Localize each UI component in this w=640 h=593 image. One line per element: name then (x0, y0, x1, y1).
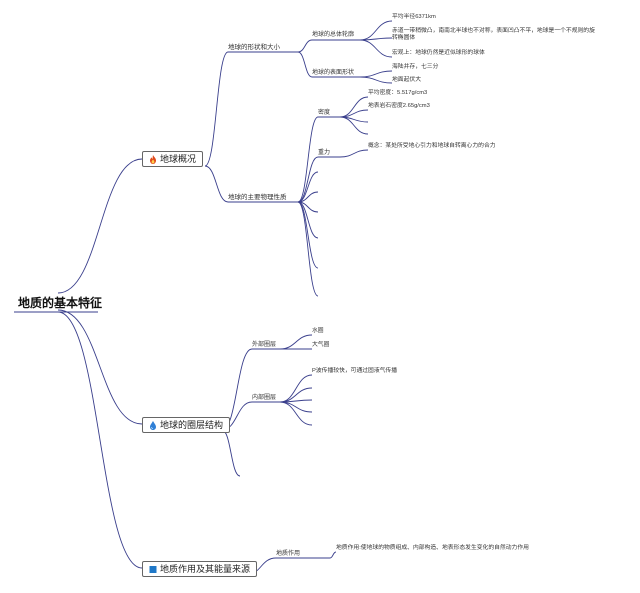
connector-line (279, 334, 313, 350)
connector-line (359, 20, 393, 41)
topic-physical-properties[interactable]: 地球的主要物理性质 (228, 194, 287, 201)
blue-square-icon (149, 565, 157, 574)
connector-line (359, 39, 393, 58)
branch-geological-processes[interactable]: 地质作用及其能量来源 (142, 561, 258, 578)
leaf-geological-action-definition[interactable]: 地质作用:使地球的物质组成、内部构造、地表形态发生变化的自然动力作用 (336, 545, 529, 551)
branch-earth-layers[interactable]: 地球的圈层结构 (142, 417, 231, 434)
connector-line (359, 70, 393, 78)
topic-shape-size[interactable]: 地球的形状和大小 (228, 44, 280, 51)
topic-inner-layers[interactable]: 内部圈层 (252, 395, 277, 401)
topic-outer-layers[interactable]: 外部圈层 (252, 342, 277, 348)
leaf-p-wave[interactable]: P波传播较快，可通过固液气传播 (312, 368, 398, 374)
connector-line (204, 165, 229, 203)
connector-line (57, 311, 143, 569)
branch-label: 地球概况 (160, 154, 197, 164)
connector-line (339, 149, 369, 158)
connector-line (297, 39, 313, 53)
connector-line (339, 116, 369, 135)
leaf-atmosphere[interactable]: 大气圈 (312, 342, 330, 348)
connector-line (221, 429, 241, 477)
leaf-relief[interactable]: 地面起伏大 (392, 77, 421, 83)
leaf-mean-density[interactable]: 平均密度：5.517g/cm3 (368, 90, 428, 96)
topic-surface-shape[interactable]: 地球的表面形状 (312, 70, 355, 76)
connector-line (359, 76, 393, 84)
topic-density[interactable]: 密度 (318, 110, 331, 116)
connector-line (297, 201, 319, 297)
branch-label: 地质作用及其能量来源 (160, 564, 251, 574)
topic-overall-outline[interactable]: 地球的总体轮廓 (312, 32, 355, 38)
connector-line (297, 191, 319, 203)
connector-line (297, 51, 313, 78)
fire-icon (149, 154, 157, 164)
connector-line (279, 374, 313, 403)
water-drop-icon (149, 420, 157, 430)
leaf-near-sphere[interactable]: 宏观上：地球仍然是近似球形的球体 (392, 50, 485, 56)
root-topic[interactable]: 地质的基本特征 (18, 296, 103, 310)
branch-label: 地球的圈层结构 (160, 420, 224, 430)
connector-line (279, 401, 313, 426)
leaf-hydrosphere[interactable]: 水圈 (312, 328, 324, 334)
topic-geological-action[interactable]: 地质作用 (276, 551, 301, 557)
connector-line (329, 551, 337, 559)
leaf-crust-density[interactable]: 地表岩石密度2.65g/cm3 (368, 103, 430, 109)
leaf-gravity-concept[interactable]: 概念：某处所受地心引力和地球自转离心力的合力 (368, 143, 496, 149)
connector-line (57, 309, 143, 425)
connector-line (204, 51, 229, 167)
leaf-mean-radius[interactable]: 平均半径6371km (392, 14, 436, 20)
connector-line (279, 401, 313, 413)
connector-line (57, 158, 143, 294)
branch-earth-overview[interactable]: 地球概况 (142, 151, 204, 168)
connector-line (297, 171, 319, 203)
leaf-ellipsoid[interactable]: 赤道一带稍微凸，南南北半球也不对称，表面凹凸不平，地球是一个不规则的旋转椭圆体 (392, 28, 595, 41)
leaf-land-sea[interactable]: 海陆并存，七三分 (392, 64, 439, 70)
connector-line (297, 156, 319, 203)
topic-gravity[interactable]: 重力 (318, 150, 331, 156)
connector-line (297, 116, 319, 203)
